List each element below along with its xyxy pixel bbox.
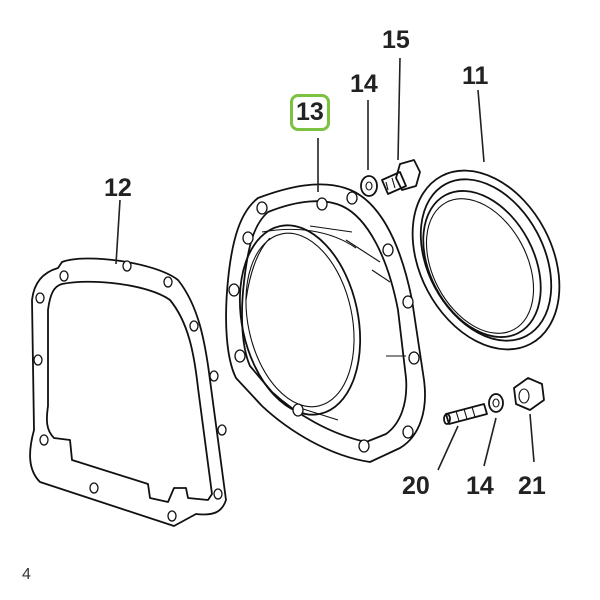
callout-21[interactable]: 21 <box>518 472 546 500</box>
callout-15[interactable]: 15 <box>382 26 410 54</box>
part-15-bolt[interactable] <box>381 159 421 195</box>
callout-12[interactable]: 12 <box>104 174 132 202</box>
edge-mark: 4 <box>22 566 31 583</box>
part-13-housing[interactable] <box>223 183 426 463</box>
callout-14-upper[interactable]: 14 <box>350 70 378 98</box>
callout-20[interactable]: 20 <box>402 472 430 500</box>
callout-13-selected[interactable]: 13 <box>290 94 330 131</box>
leader-lines <box>115 57 535 471</box>
part-20-stud[interactable] <box>443 403 488 425</box>
part-21-nut[interactable] <box>513 377 545 411</box>
part-14-washer-upper[interactable] <box>360 175 378 197</box>
part-12-gasket[interactable] <box>29 257 227 527</box>
part-11-seal-ring[interactable] <box>383 145 589 375</box>
part-14-washer-lower[interactable] <box>488 393 504 413</box>
housing-bolt-holes <box>228 191 420 453</box>
callout-14-lower[interactable]: 14 <box>466 472 494 500</box>
callout-11[interactable]: 11 <box>462 62 489 90</box>
gasket-bolt-holes <box>33 260 227 522</box>
